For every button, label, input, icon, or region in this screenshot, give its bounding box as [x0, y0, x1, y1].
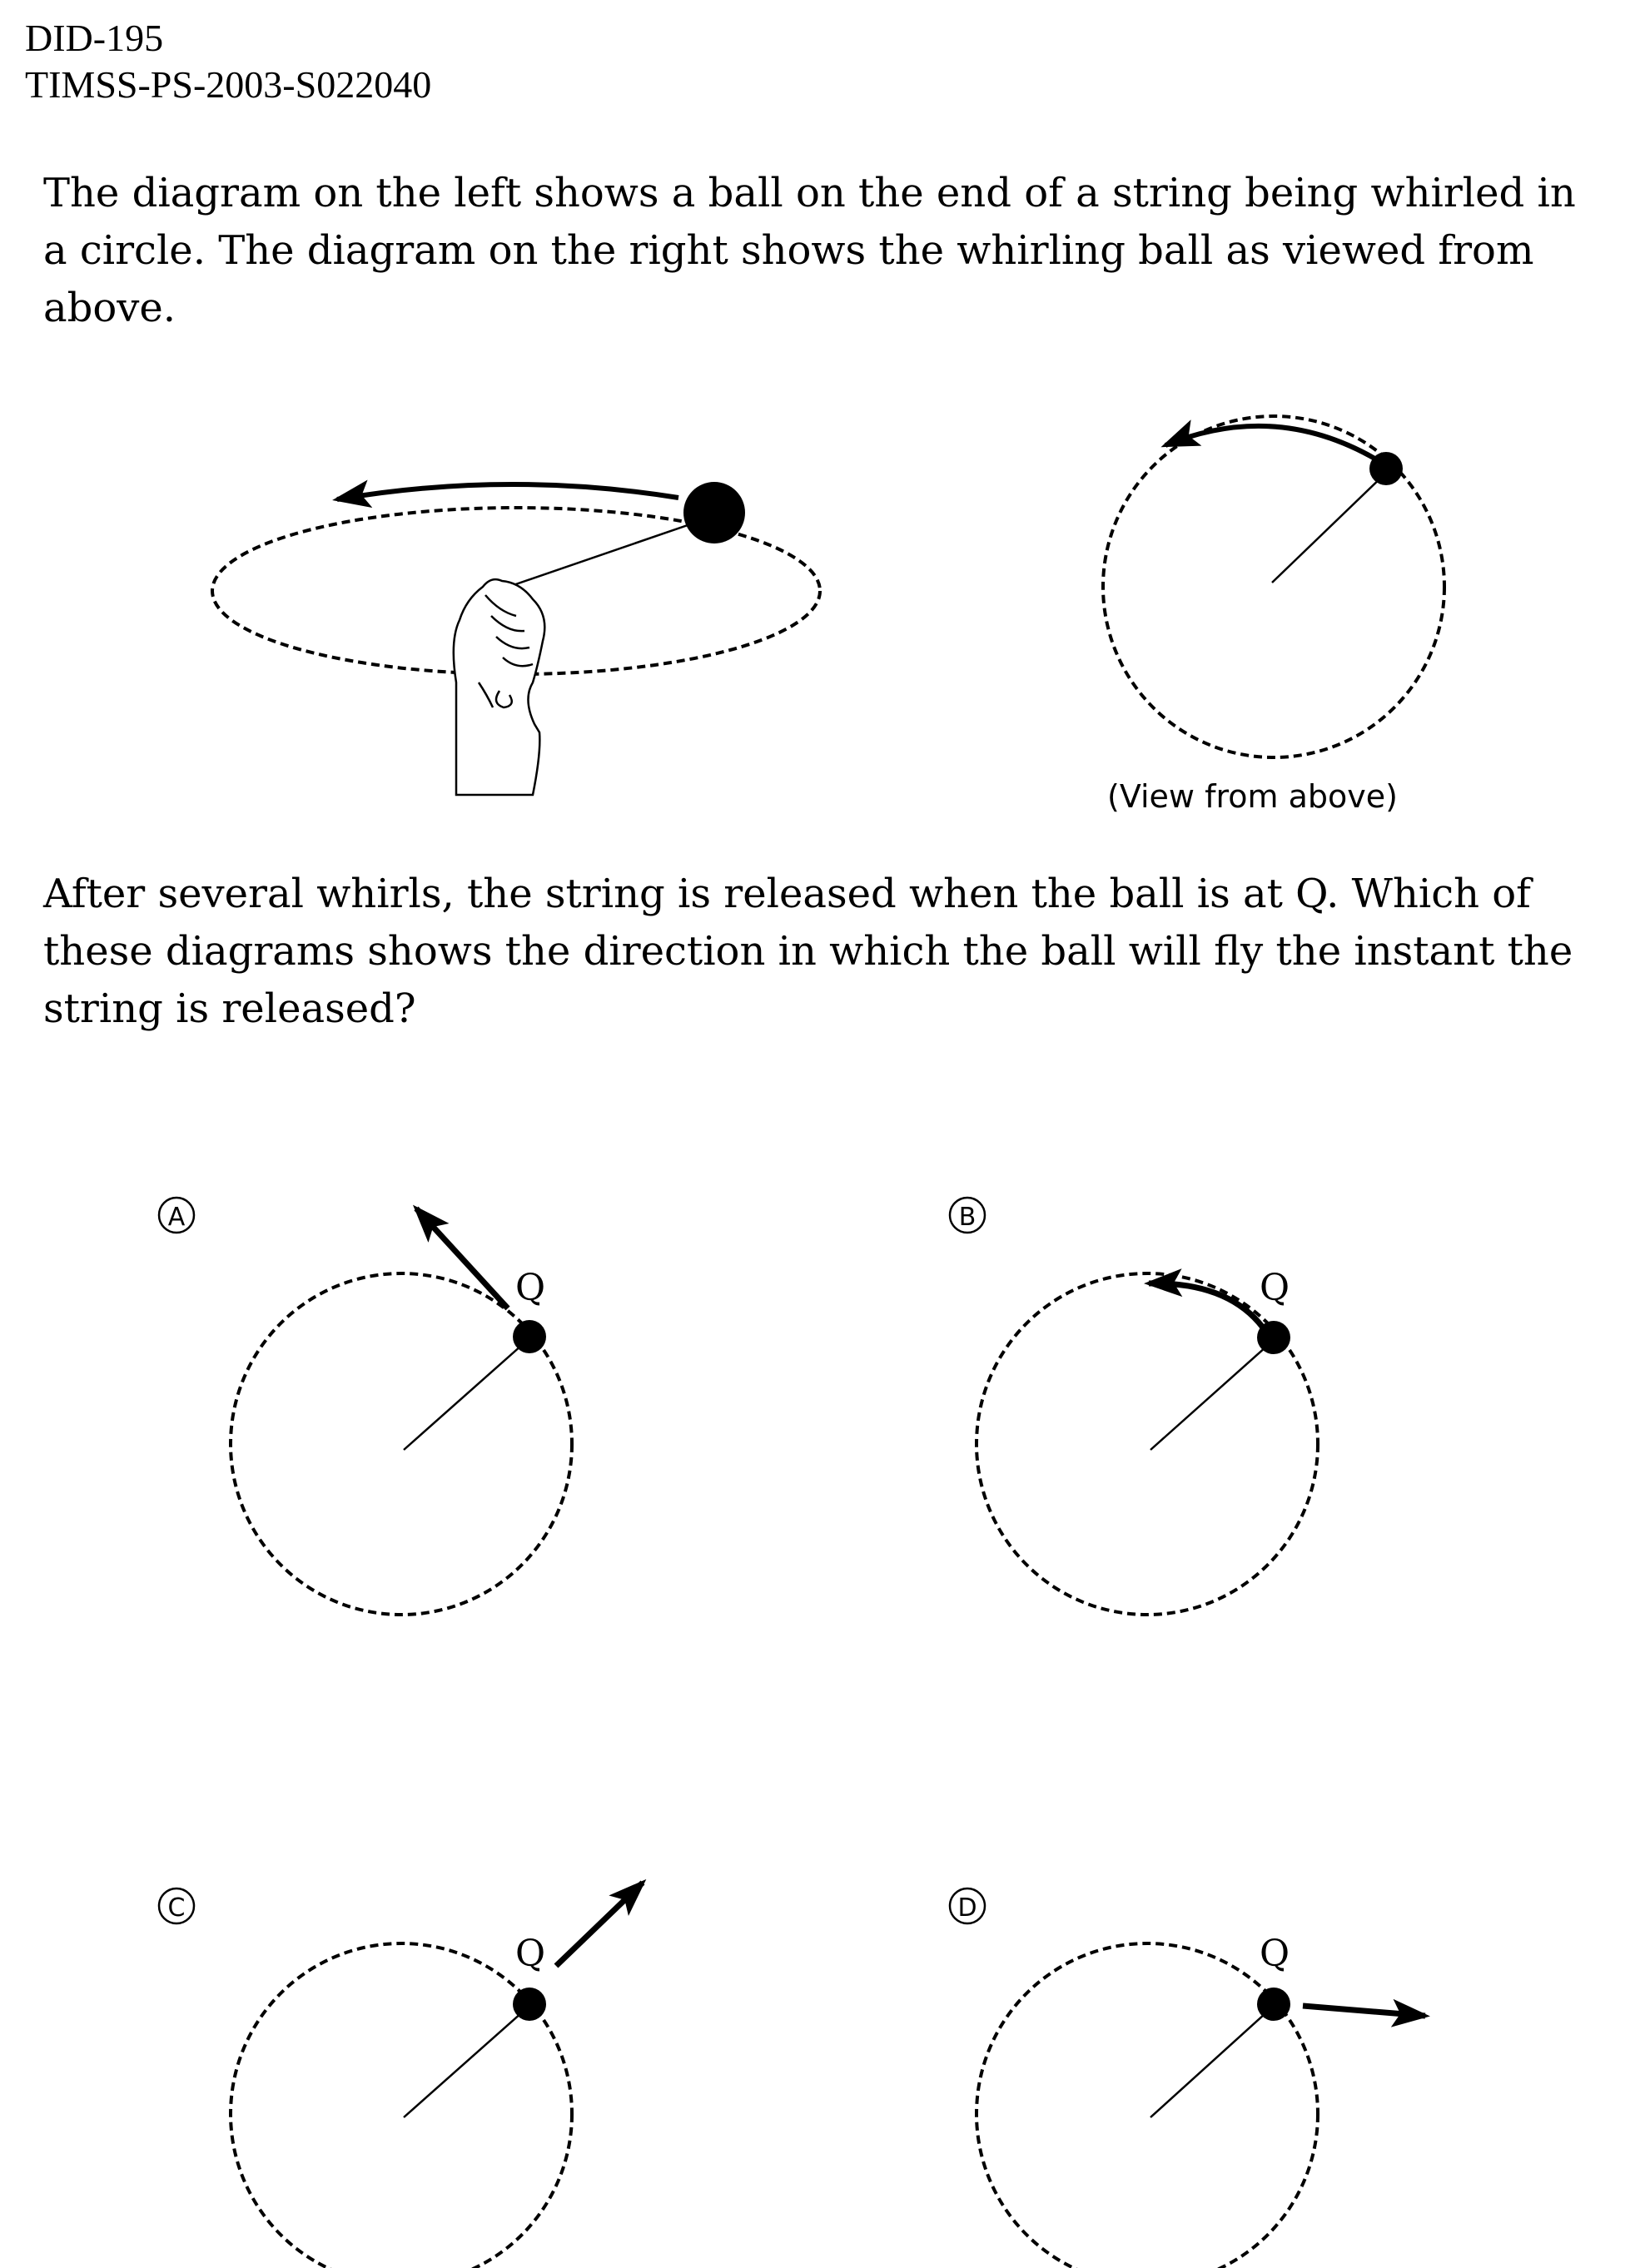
orbit-circle — [975, 1942, 1319, 2268]
side-view-diagram — [211, 479, 822, 797]
option-b-letter: B — [959, 1203, 977, 1232]
point-q-label: Q — [515, 1933, 545, 1975]
velocity-arrow — [1302, 1998, 1430, 2027]
string-line — [403, 1337, 530, 1451]
option-d-letter: D — [957, 1893, 977, 1923]
hand-icon — [452, 578, 546, 797]
did-label: DID-195 — [25, 17, 164, 59]
velocity-arrow — [1144, 1268, 1265, 1330]
orbit-circle — [229, 1942, 574, 2268]
string-line — [403, 2005, 530, 2118]
string-line — [500, 514, 715, 591]
ball — [513, 1320, 546, 1353]
string-line — [1271, 472, 1387, 583]
option-a-diagram[interactable]: A Q — [157, 1196, 574, 1616]
option-b-marker — [948, 1196, 986, 1234]
option-c-marker — [157, 1887, 196, 1925]
ball — [1257, 1321, 1290, 1354]
string-line — [1150, 1339, 1275, 1451]
option-a-marker — [157, 1196, 196, 1234]
orbit-ellipse — [211, 506, 822, 676]
option-c-letter: C — [168, 1893, 186, 1923]
orbit-circle — [229, 1272, 574, 1616]
ball — [1369, 452, 1403, 485]
ball — [513, 1988, 546, 2021]
orbit-circle — [1101, 414, 1446, 759]
point-q-label: Q — [515, 1267, 545, 1309]
option-b-diagram[interactable]: B Q — [948, 1196, 1319, 1616]
string-line — [1150, 2005, 1275, 2118]
top-view-diagram — [1101, 414, 1446, 759]
option-a-letter: A — [168, 1203, 186, 1232]
velocity-arrow — [554, 1878, 647, 1968]
intro-text: The diagram on the left shows a ball on … — [43, 170, 1576, 331]
option-c-diagram[interactable]: C Q — [157, 1878, 647, 2268]
motion-arrow — [1160, 419, 1384, 465]
item-id-label: TIMSS-PS-2003-S022040 — [25, 63, 432, 106]
ball — [1257, 1988, 1290, 2021]
item-header: DID-195 TIMSS-PS-2003-S022040 — [25, 15, 431, 108]
ball — [683, 482, 745, 543]
motion-arrow — [332, 479, 679, 509]
point-q-label: Q — [1260, 1933, 1290, 1975]
point-q-label: Q — [1260, 1267, 1290, 1309]
view-from-above-caption: (View from above) — [1107, 778, 1398, 815]
option-d-marker — [948, 1887, 986, 1925]
option-d-diagram[interactable]: D Q — [948, 1887, 1430, 2268]
velocity-arrow — [412, 1204, 510, 1311]
question-text: After several whirls, the string is rele… — [43, 871, 1573, 1032]
